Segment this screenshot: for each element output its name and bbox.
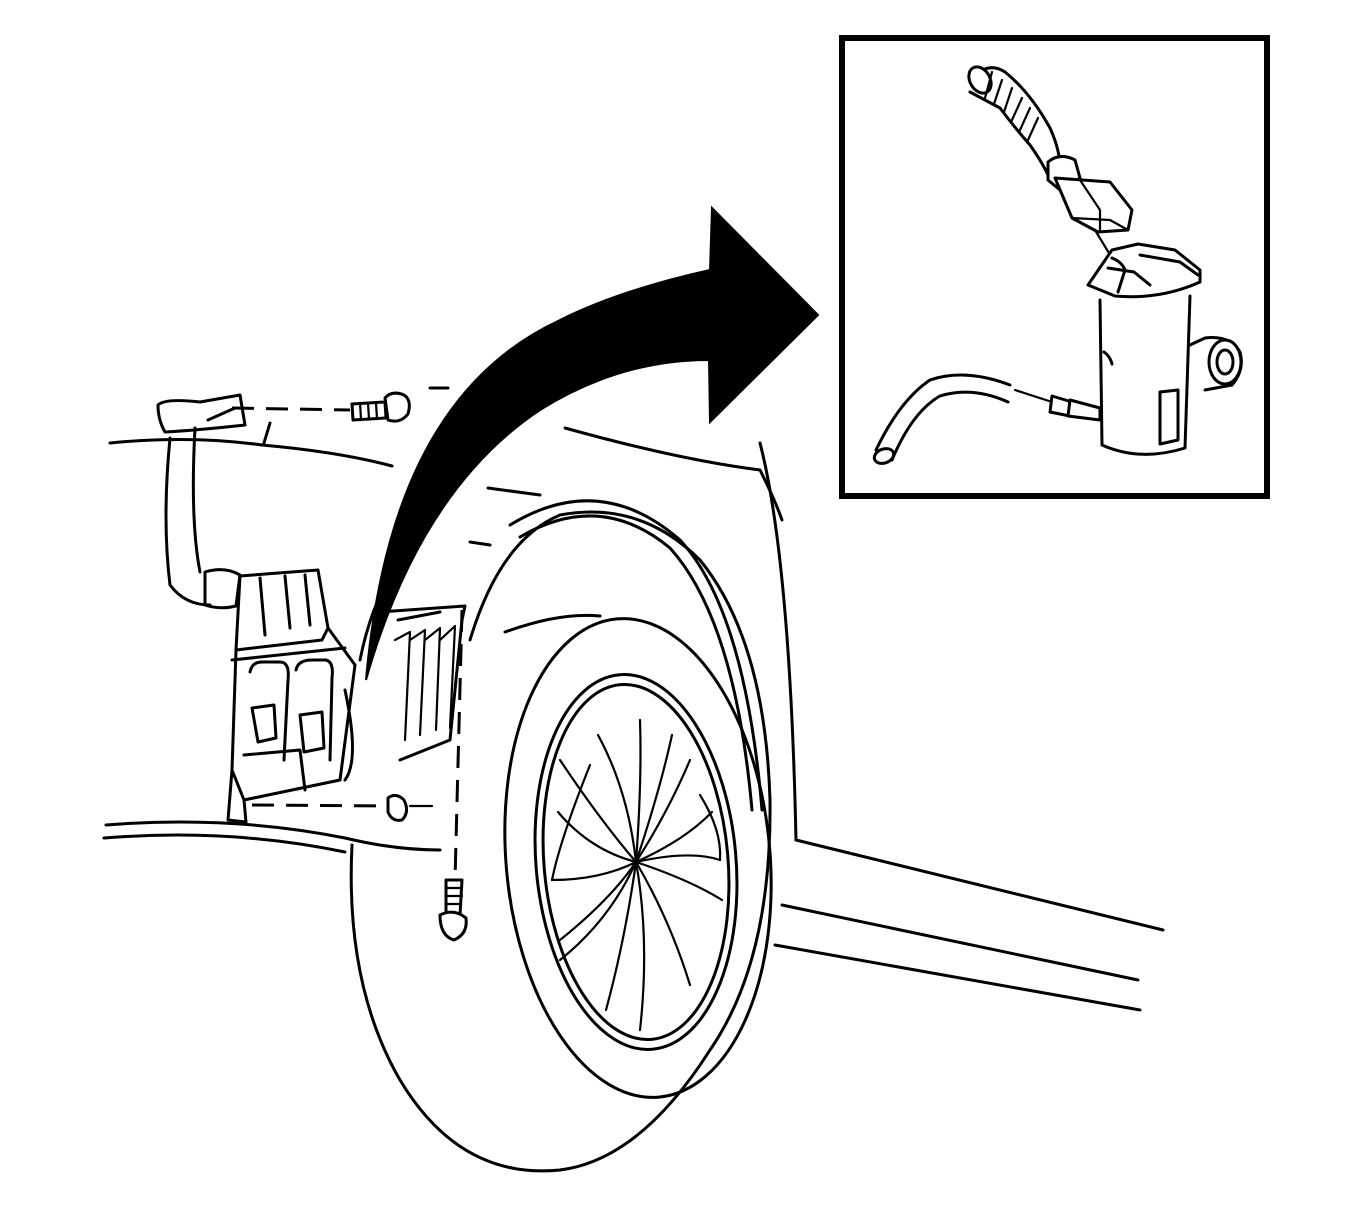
- wheel-cover: [550, 718, 724, 1032]
- pump-washer-hose: [872, 373, 1102, 465]
- reservoir-nut: [251, 793, 434, 822]
- front-wheel: [349, 510, 773, 1173]
- detail-inset: [839, 35, 1270, 499]
- washer-pump: [1086, 242, 1243, 456]
- callout-arrow: [365, 205, 820, 681]
- reservoir-bracket: [378, 604, 467, 762]
- reservoir-bolt: [231, 391, 411, 423]
- washer-reservoir: [156, 393, 357, 824]
- reservoir-lower-bolt: [438, 609, 468, 942]
- pump-electrical-connector: [967, 65, 1134, 270]
